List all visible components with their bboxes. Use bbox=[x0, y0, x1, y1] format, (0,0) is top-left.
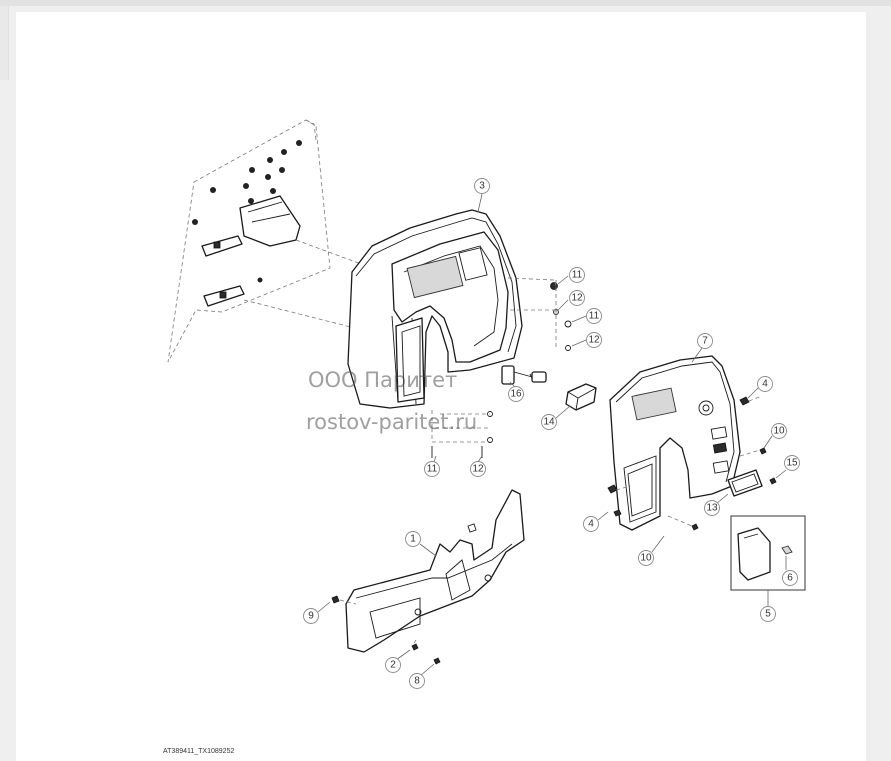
callout-10-left: 10 bbox=[638, 550, 654, 566]
svg-text:16: 16 bbox=[510, 389, 522, 400]
watermark-website: rostov-paritet.ru bbox=[306, 410, 478, 434]
callout-11-upper: 11 bbox=[569, 267, 585, 283]
part-14-block bbox=[565, 383, 597, 411]
callout-1: 1 bbox=[405, 531, 421, 547]
svg-text:4: 4 bbox=[762, 379, 768, 390]
callout-11-middle: 11 bbox=[586, 308, 602, 324]
callout-4-left: 4 bbox=[583, 516, 599, 532]
callout-12-middle: 12 bbox=[586, 332, 602, 348]
callout-3: 3 bbox=[474, 178, 490, 194]
svg-text:13: 13 bbox=[706, 503, 718, 514]
part-13-plate bbox=[727, 469, 763, 497]
svg-text:10: 10 bbox=[640, 553, 652, 564]
svg-text:7: 7 bbox=[702, 336, 708, 347]
svg-text:8: 8 bbox=[414, 676, 420, 687]
callout-4-right: 4 bbox=[757, 376, 773, 392]
svg-text:3: 3 bbox=[479, 181, 485, 192]
svg-text:12: 12 bbox=[472, 464, 484, 475]
svg-text:2: 2 bbox=[390, 660, 396, 671]
svg-text:11: 11 bbox=[589, 311, 600, 322]
callout-10-right: 10 bbox=[771, 423, 787, 439]
svg-text:5: 5 bbox=[765, 609, 771, 620]
figure-code: AT389411_TX1089252 bbox=[163, 748, 235, 755]
callout-12-upper: 12 bbox=[569, 290, 585, 306]
callout-13: 13 bbox=[704, 500, 720, 516]
svg-text:11: 11 bbox=[572, 270, 583, 281]
part-16-connector bbox=[501, 365, 547, 385]
svg-text:12: 12 bbox=[588, 335, 600, 346]
leader-lines bbox=[317, 193, 787, 677]
svg-text:10: 10 bbox=[773, 426, 785, 437]
svg-text:6: 6 bbox=[787, 573, 793, 584]
callout-16: 16 bbox=[508, 386, 524, 402]
watermark-company: ООО Паритет bbox=[308, 368, 458, 392]
mounting-plate bbox=[167, 119, 331, 363]
callout-6: 6 bbox=[782, 570, 798, 586]
fasteners-lower bbox=[331, 595, 441, 665]
svg-text:1: 1 bbox=[410, 534, 416, 545]
svg-text:12: 12 bbox=[571, 293, 583, 304]
svg-text:15: 15 bbox=[786, 458, 798, 469]
callout-14: 14 bbox=[541, 414, 557, 430]
callout-8: 8 bbox=[409, 673, 425, 689]
hardware-lower bbox=[431, 410, 493, 458]
callout-15: 15 bbox=[784, 455, 800, 471]
part-1-lower-trim bbox=[345, 489, 525, 653]
svg-text:4: 4 bbox=[588, 519, 594, 530]
part-3-panel-housing bbox=[347, 209, 523, 409]
callout-7: 7 bbox=[697, 333, 713, 349]
svg-text:9: 9 bbox=[308, 611, 314, 622]
part-5-cover-kit bbox=[730, 515, 806, 591]
svg-text:11: 11 bbox=[427, 464, 438, 475]
callout-11-lower: 11 bbox=[424, 461, 440, 477]
callout-9: 9 bbox=[303, 608, 319, 624]
callout-5: 5 bbox=[760, 606, 776, 622]
callout-2: 2 bbox=[385, 657, 401, 673]
callout-12-lower: 12 bbox=[470, 461, 486, 477]
part-7-bezel bbox=[609, 355, 741, 531]
left-scroll-strip bbox=[0, 6, 9, 80]
svg-text:14: 14 bbox=[543, 417, 555, 428]
top-bar bbox=[0, 0, 891, 6]
fasteners-right bbox=[607, 395, 777, 531]
hardware-upper bbox=[507, 277, 572, 351]
